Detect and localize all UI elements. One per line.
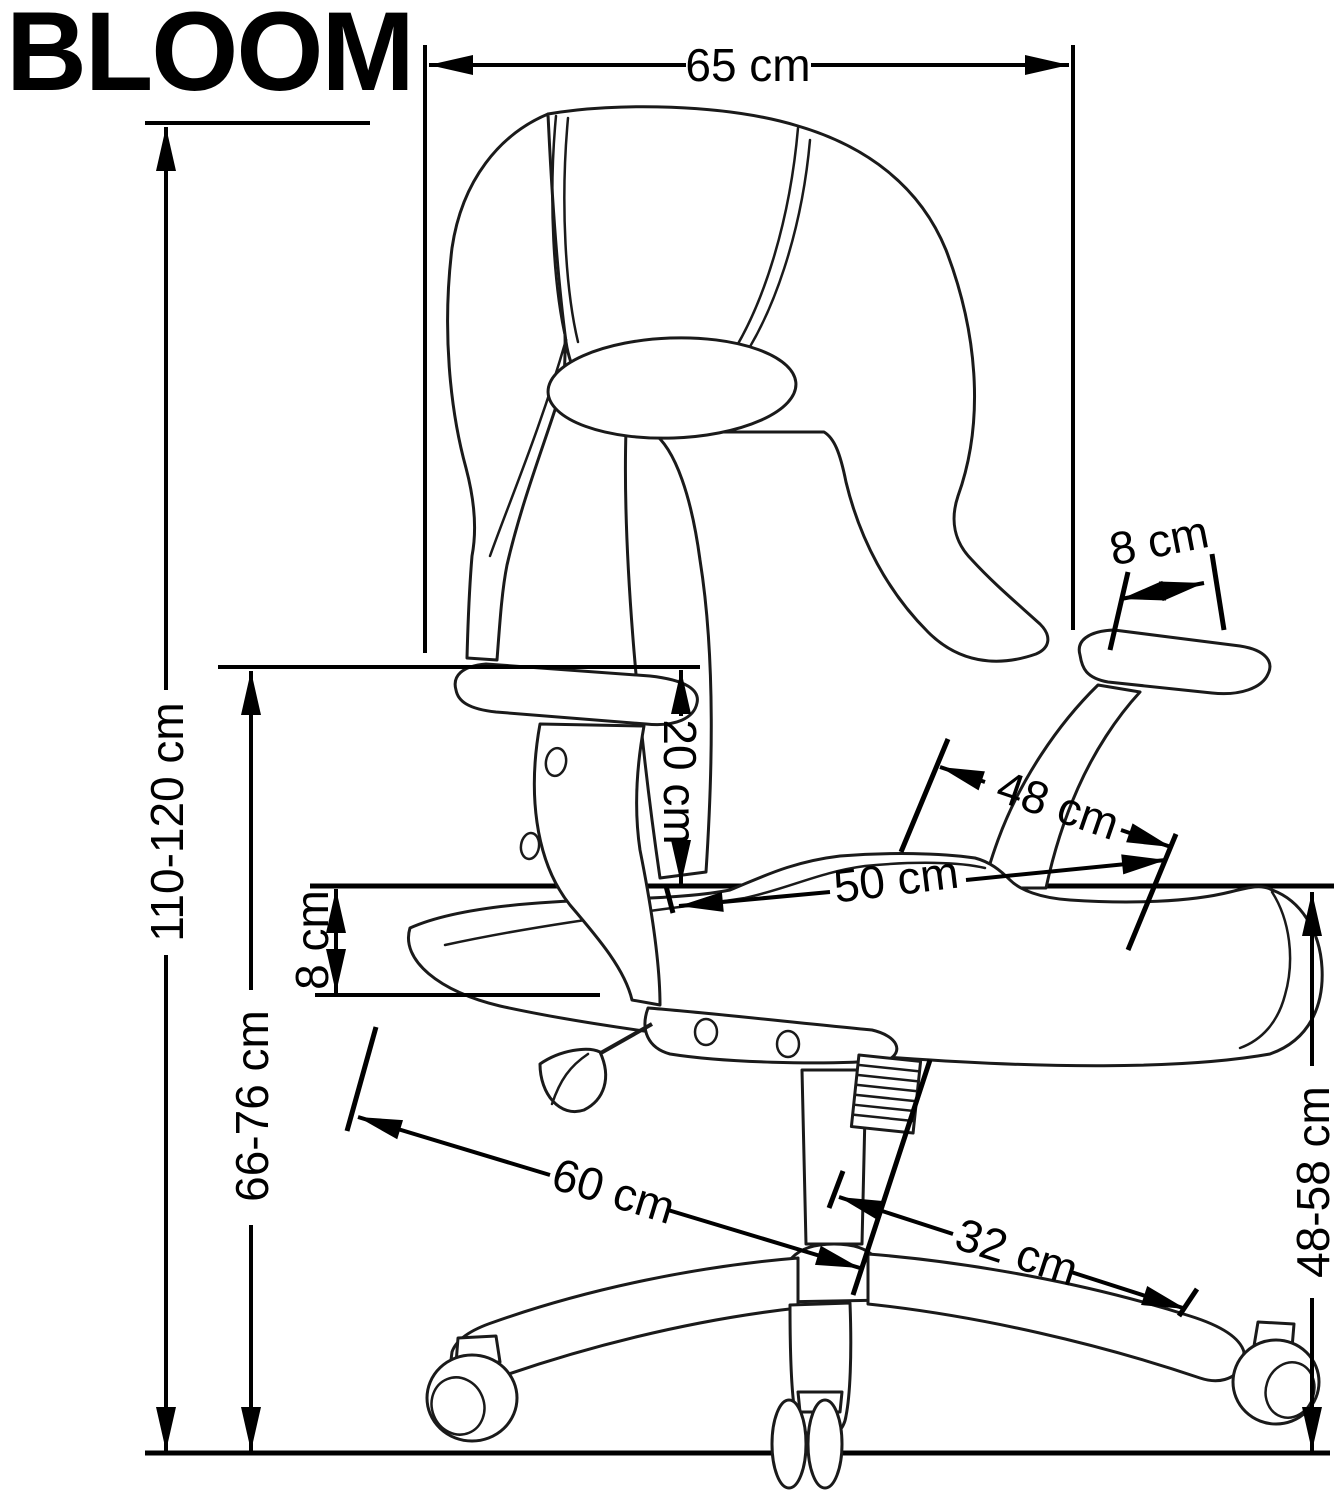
backrest-left-seam bbox=[551, 114, 568, 342]
dim-height-armrest-label: 66-76 cm bbox=[226, 1010, 278, 1202]
tick-left bbox=[663, 885, 676, 914]
dim-height-total: 110-120 cm bbox=[141, 121, 370, 1451]
tick-right bbox=[1125, 833, 1179, 951]
backrest-left-seam-inner bbox=[563, 116, 580, 344]
caster-left bbox=[425, 1334, 519, 1443]
tick-right bbox=[1176, 1287, 1200, 1318]
adjustment-lever-handle bbox=[538, 1047, 608, 1113]
headrest-pillow bbox=[546, 336, 798, 440]
dim-base-diag-label: 60 cm bbox=[546, 1148, 681, 1234]
dim-seat-thickness: 8 cm bbox=[286, 889, 600, 997]
lever-handle-detail bbox=[550, 1052, 590, 1106]
dim-armrest-drop: 20 cm bbox=[654, 670, 706, 884]
office-chair-drawing bbox=[407, 105, 1324, 1490]
dim-seat-height-label: 48-58 cm bbox=[1287, 1086, 1334, 1278]
armrest-hole-lower bbox=[519, 831, 541, 861]
seat-seam bbox=[443, 861, 987, 947]
dim-width-top-label: 65 cm bbox=[685, 39, 810, 91]
lever-rod bbox=[591, 1022, 653, 1060]
left-armrest-support bbox=[532, 722, 662, 1007]
mechanism-bolt-left bbox=[693, 1017, 719, 1047]
dim-seat-height: 48-58 cm bbox=[1287, 892, 1334, 1451]
right-armrest-pad bbox=[1077, 628, 1272, 696]
dim-armrest-pad-width-label: 8 cm bbox=[1105, 505, 1213, 575]
mechanism-bolt-right bbox=[775, 1029, 801, 1059]
backrest-right-seam bbox=[726, 126, 800, 362]
tick-right bbox=[1209, 553, 1227, 631]
tick-left bbox=[344, 1026, 379, 1132]
dim-seat-thickness-label: 8 cm bbox=[286, 890, 338, 990]
dim-height-armrest: 66-76 cm bbox=[218, 665, 700, 1451]
armrest-hole-upper bbox=[544, 746, 568, 778]
product-title: BLOOM bbox=[6, 0, 413, 114]
tick-left bbox=[898, 738, 951, 853]
backrest-lower-stem bbox=[623, 428, 713, 880]
caster-right bbox=[1231, 1320, 1321, 1426]
right-armrest-support bbox=[982, 683, 1142, 890]
dim-seat-depth: 50 cm bbox=[663, 846, 1167, 914]
caster-front bbox=[770, 1390, 844, 1490]
dim-armrest-pad-width: 8 cm bbox=[1105, 505, 1227, 651]
seat-front-seam bbox=[1238, 890, 1292, 1050]
tick-left bbox=[826, 1170, 846, 1209]
dim-width-top: 65 cm bbox=[423, 39, 1075, 653]
tick-right bbox=[850, 1059, 933, 1296]
dim-armrest-drop-label: 20 cm bbox=[654, 719, 706, 844]
dim-height-total-label: 110-120 cm bbox=[141, 702, 193, 942]
